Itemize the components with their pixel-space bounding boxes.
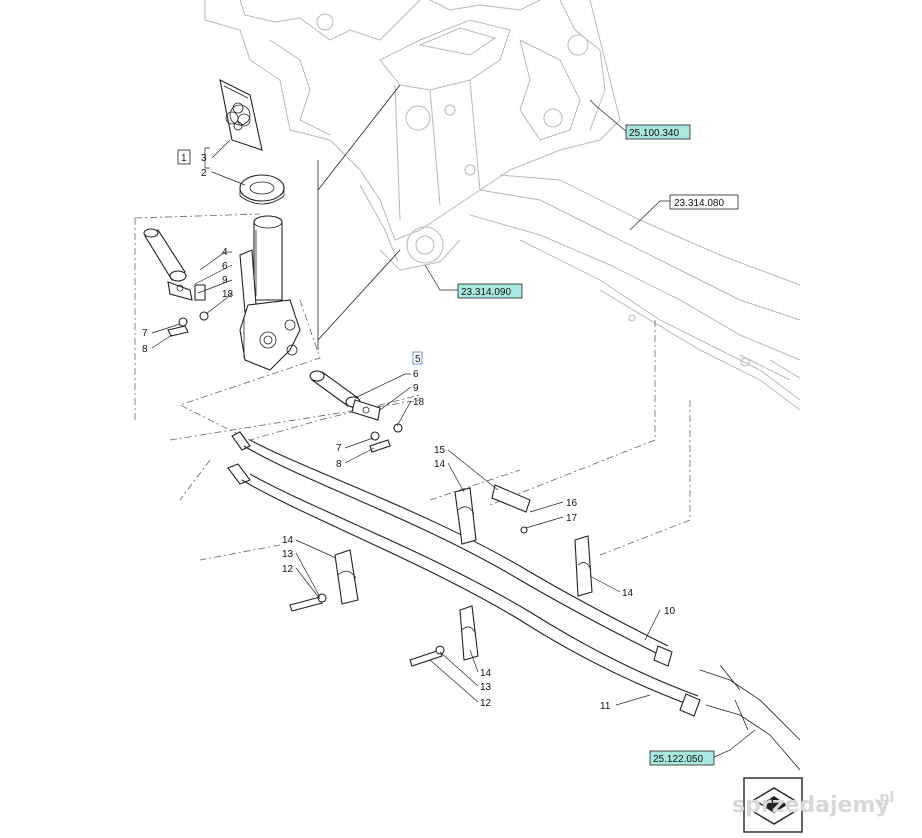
pin-part-upper xyxy=(143,228,209,337)
callout-18a: 18 xyxy=(222,289,234,300)
callout-3: 3 xyxy=(201,153,207,164)
callout-10: 10 xyxy=(664,606,676,617)
reference-a-text: 25.100.340 xyxy=(629,128,679,139)
callout-9b: 9 xyxy=(413,383,419,394)
hydraulic-cylinder-part xyxy=(239,215,301,371)
reference-b-text: 23.314.080 xyxy=(674,198,724,209)
pin-part-lower xyxy=(309,370,403,453)
callout-8b: 8 xyxy=(336,459,342,470)
detail-connectors xyxy=(317,84,401,350)
seal-kit-icon xyxy=(219,79,263,151)
watermark-suffix: .pl xyxy=(874,790,894,806)
callout-18b: 18 xyxy=(413,397,425,408)
hydraulic-hoses xyxy=(227,431,801,771)
callout-13b: 13 xyxy=(480,682,492,693)
callout-4: 4 xyxy=(222,247,228,258)
callout-2: 2 xyxy=(201,168,207,179)
reference-box-c[interactable]: 23.314.090 xyxy=(457,283,523,299)
reference-c-text: 23.314.090 xyxy=(461,287,511,298)
assembly-lines xyxy=(134,213,691,561)
callout-14d: 14 xyxy=(480,668,492,679)
callout-5: 5 xyxy=(415,354,421,365)
callout-11: 11 xyxy=(600,701,611,712)
callout-14a: 14 xyxy=(434,459,446,470)
callout-17: 17 xyxy=(566,513,578,524)
callout-16: 16 xyxy=(566,498,578,509)
bearing-ring-part xyxy=(239,174,285,205)
callout-9a: 9 xyxy=(222,275,228,286)
watermark-text: sprzedajemy xyxy=(732,793,890,818)
callout-6b: 6 xyxy=(413,369,419,380)
callout-7a: 7 xyxy=(142,328,148,339)
callout-12b: 12 xyxy=(480,698,492,709)
kit-callout-box xyxy=(177,149,191,165)
leader-lines xyxy=(151,99,756,759)
callout-13a: 13 xyxy=(282,549,294,560)
reference-box-d[interactable]: 25.122.050 xyxy=(649,750,715,766)
corner-nav-icon[interactable] xyxy=(743,777,803,833)
reference-box-b[interactable]: 23.314.080 xyxy=(669,194,739,210)
callout-12a: 12 xyxy=(282,564,294,575)
reference-d-text: 25.122.050 xyxy=(653,754,703,765)
callout-labels: 1 2 3 4 6 9 18 7 8 5 6 9 18 7 8 15 14 16… xyxy=(142,149,676,712)
callout-7b: 7 xyxy=(336,443,342,454)
callout-15: 15 xyxy=(434,445,446,456)
callout-8a: 8 xyxy=(142,344,148,355)
callout-1: 1 xyxy=(181,153,187,164)
callout-5-highlight xyxy=(412,351,423,365)
callout-6a: 6 xyxy=(222,261,228,272)
reference-box-a[interactable]: 25.100.340 xyxy=(625,124,691,140)
callout-14c: 14 xyxy=(622,588,634,599)
callout-14b: 14 xyxy=(282,535,294,546)
hose-clamps xyxy=(289,484,593,667)
watermark: sprzedajemy .pl xyxy=(732,790,894,818)
